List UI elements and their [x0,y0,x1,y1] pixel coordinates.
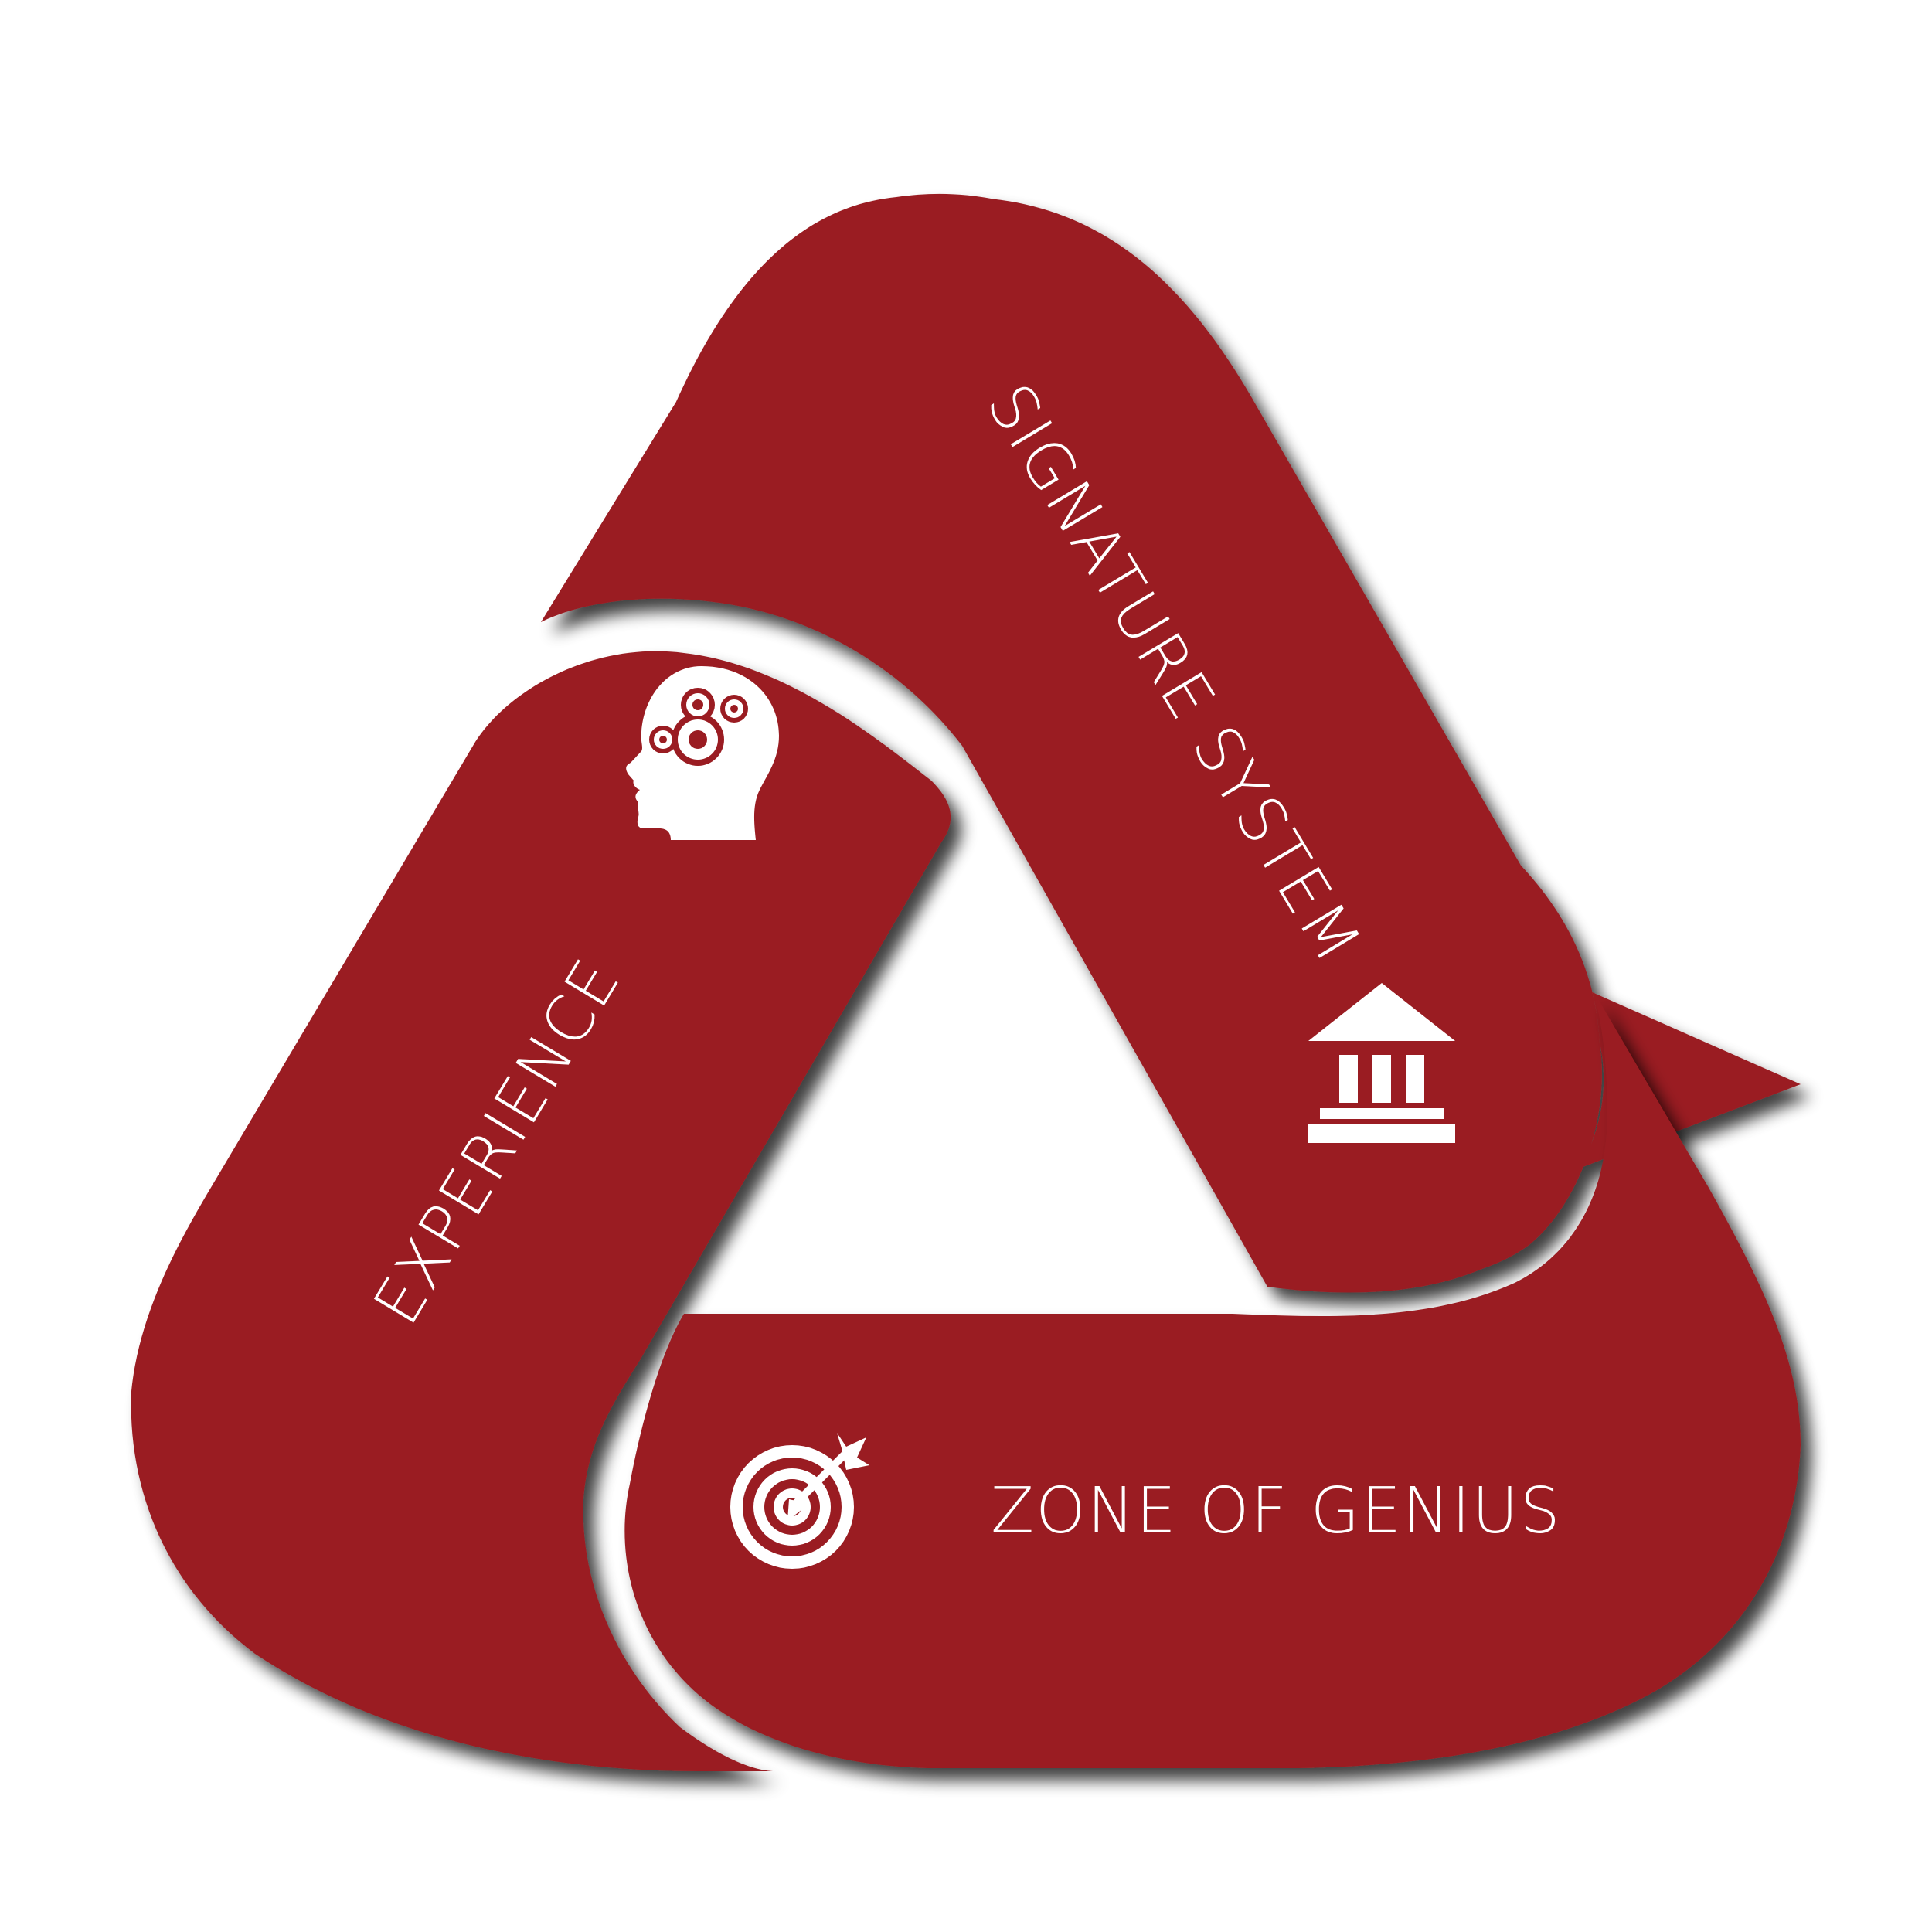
segment-label-zone-of-genius: ZONE OF GENIUS [991,1475,1562,1548]
segment-signature-system-body [541,197,1602,1288]
head-gears-icon [626,666,779,840]
segment-zone-of-genius: ZONE OF GENIUS [624,992,1801,1768]
segment-signature-system: SIGNATURE SYSTEM [541,193,1801,1293]
target-arrow-icon [730,1433,869,1569]
segment-experience: EXPERIENCE [131,651,951,1771]
segment-experience-body [131,651,951,1771]
segment-zone-of-genius-body [624,992,1801,1768]
building-icon [1308,983,1455,1143]
